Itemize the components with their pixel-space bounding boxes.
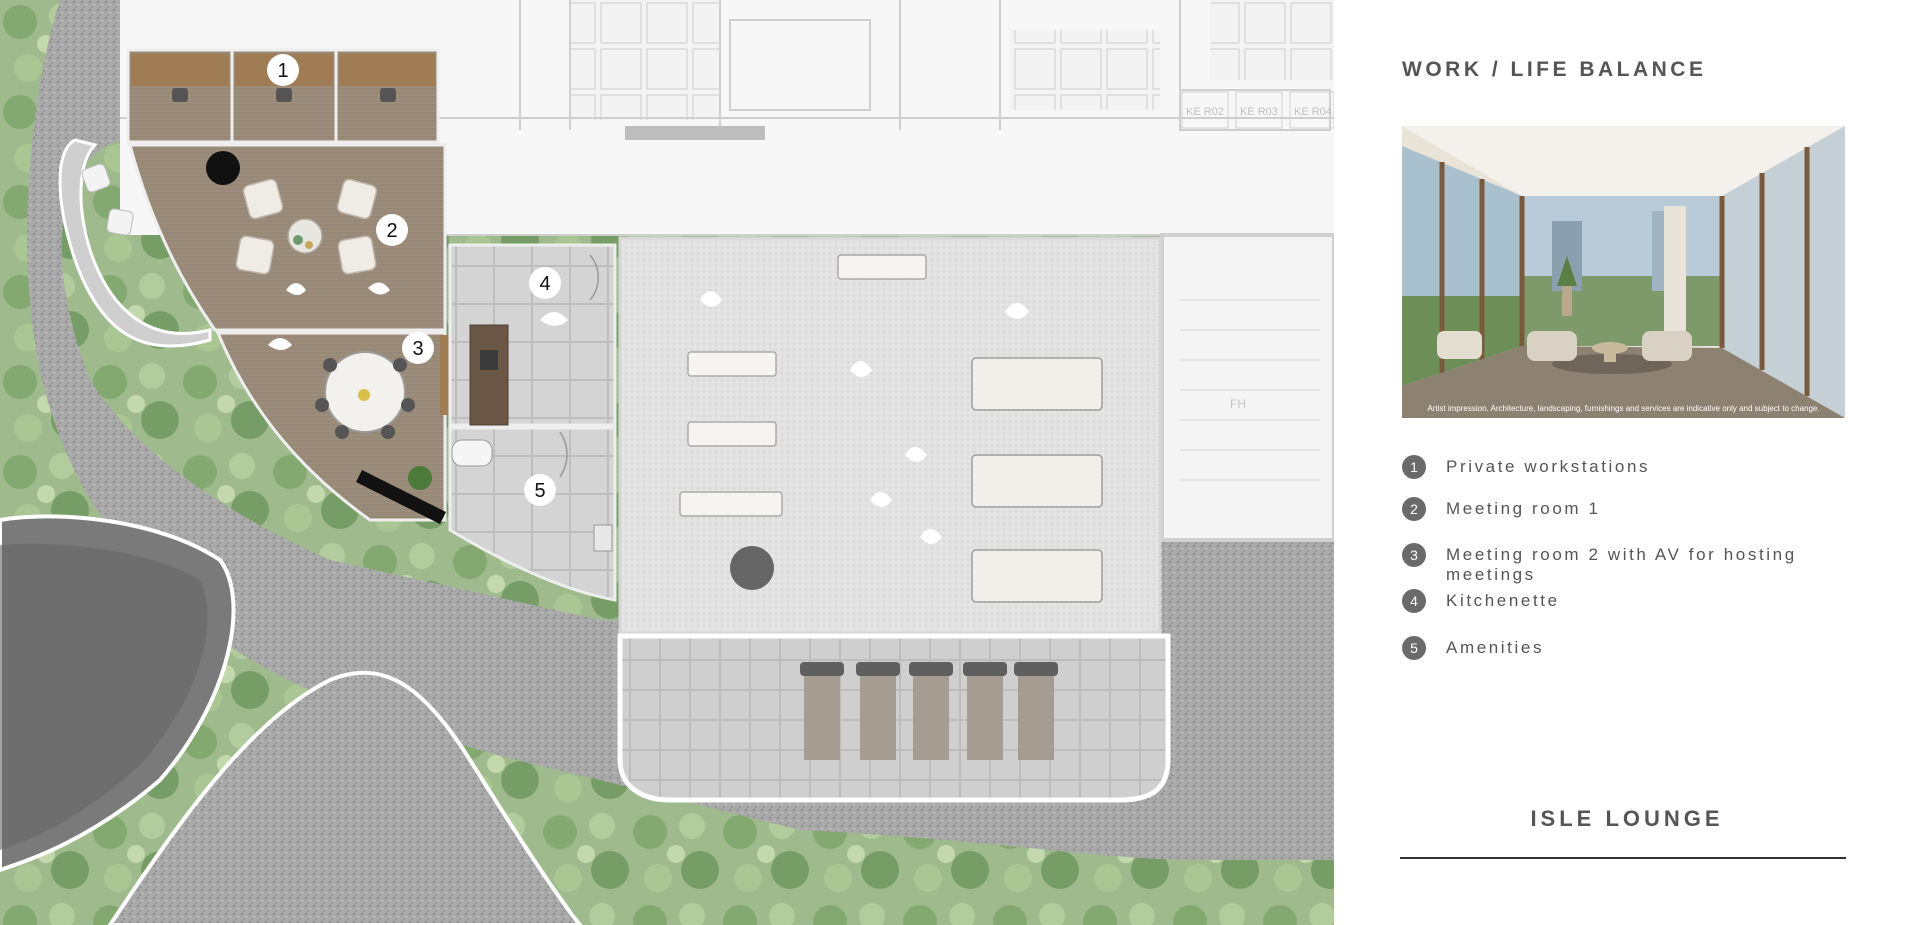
legend-number: 4 (1402, 589, 1426, 613)
legend-item: 3 Meeting room 2 with AV for hosting mee… (1402, 543, 1806, 585)
sun-loungers (971, 357, 1103, 603)
storage-label: KE R04 (1294, 106, 1332, 118)
legend-label: Meeting room 2 with AV for hosting meeti… (1446, 545, 1797, 584)
stair-core (1160, 233, 1334, 542)
section-title: WORK / LIFE BALANCE (1402, 58, 1707, 81)
storage-label: KE R03 (1240, 106, 1278, 118)
legend-item: 4 Kitchenette (1402, 589, 1806, 613)
legend-number: 5 (1402, 636, 1426, 660)
lounge-photo-image (1402, 126, 1845, 418)
info-panel: WORK / LIFE BALANCE (1334, 0, 1920, 925)
storage-units: KE R02 KE R03 KE R04 (1181, 91, 1334, 129)
legend-number: 3 (1402, 543, 1426, 567)
planter (730, 546, 774, 590)
outdoor-benches (679, 254, 927, 517)
legend-number: 2 (1402, 497, 1426, 521)
lounge-title: ISLE LOUNGE (1530, 806, 1724, 831)
svg-text:5: 5 (534, 480, 545, 502)
marker-4: 4 (529, 267, 561, 299)
floor-plan-drawing: KE R02 KE R03 KE R04 FH (0, 0, 1334, 925)
divider (1400, 857, 1846, 859)
legend-label: Meeting room 1 (1446, 499, 1601, 518)
marker-5: 5 (524, 474, 556, 506)
room-markers: 1 2 3 4 5 (267, 54, 561, 506)
legend-label: Amenities (1446, 638, 1545, 657)
legend-item: 5 Amenities (1402, 636, 1806, 660)
svg-text:1: 1 (277, 60, 288, 82)
photo-disclaimer: Artist impression. Architecture, landsca… (1427, 404, 1820, 413)
legend-item: 1 Private workstations (1402, 455, 1806, 479)
legend-item: 2 Meeting room 1 (1402, 497, 1806, 521)
marker-2: 2 (376, 214, 408, 246)
gravel-garden (107, 670, 583, 925)
deck-loungers (804, 664, 1054, 760)
stair-label: FH (1230, 397, 1246, 411)
svg-text:4: 4 (539, 273, 550, 295)
floor-plan: KE R02 KE R03 KE R04 FH (0, 0, 1334, 925)
lounge-photo: Artist impression. Architecture, landsca… (1402, 126, 1845, 418)
svg-text:2: 2 (386, 220, 397, 242)
legend-label: Kitchenette (1446, 591, 1560, 610)
marker-1: 1 (267, 54, 299, 86)
amenities (448, 426, 617, 602)
storage-label: KE R02 (1186, 106, 1224, 118)
svg-text:3: 3 (412, 338, 423, 360)
marker-3: 3 (402, 332, 434, 364)
legend-number: 1 (1402, 455, 1426, 479)
legend-label: Private workstations (1446, 457, 1651, 476)
